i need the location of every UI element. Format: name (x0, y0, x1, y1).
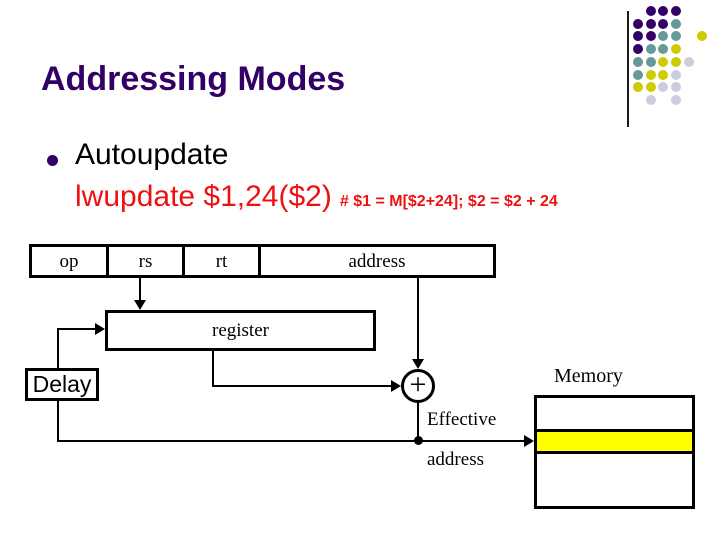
decoration-dot (633, 18, 643, 29)
delay-box: Delay (25, 368, 99, 401)
slide-title: Addressing Modes (41, 60, 346, 98)
decoration-dot (645, 69, 656, 80)
decoration-dot (671, 94, 682, 105)
decoration-dot (671, 69, 682, 80)
line-rs-to-register (139, 278, 141, 301)
effective-address-label-line2: address (427, 449, 484, 470)
decoration-dot (645, 44, 656, 55)
line-register-to-adder (212, 385, 392, 387)
arrowhead-address-to-adder (412, 359, 424, 369)
field-address: address (258, 244, 496, 278)
decoration-dot (683, 56, 694, 67)
arrowhead-rs-to-register (134, 300, 146, 310)
line-register-down (212, 348, 214, 387)
register-box: register (105, 310, 376, 351)
arrowhead-to-memory (524, 435, 534, 447)
decoration-dot (658, 18, 669, 29)
junction-dot (414, 436, 423, 445)
decoration-dot (645, 56, 656, 67)
decoration-separator-line (627, 11, 629, 127)
decoration-dot (671, 6, 682, 16)
decoration-dot (645, 31, 656, 42)
decoration-dot (633, 56, 643, 67)
memory-label: Memory (554, 365, 623, 387)
decoration-dot (658, 31, 669, 42)
line-address-to-adder (417, 278, 419, 360)
arrowhead-feedback-to-register (95, 323, 105, 335)
adder-plus-icon: + (401, 369, 435, 403)
bullet-icon (47, 155, 58, 166)
memory-highlighted-row (537, 429, 692, 454)
decoration-dot (658, 56, 669, 67)
decoration-dot (633, 69, 643, 80)
field-rt: rt (182, 244, 261, 278)
line-adder-down (417, 402, 419, 441)
decoration-dot (633, 44, 643, 55)
instruction-comment: # $1 = M[$2+24]; $2 = $2 + 24 (339, 193, 558, 210)
decoration-dot (645, 6, 656, 16)
bullet-label: Autoupdate (75, 138, 229, 171)
decoration-dot (671, 44, 682, 55)
dot-pattern (633, 6, 713, 110)
decoration-dot (658, 82, 669, 93)
decoration-dot (645, 82, 656, 93)
decoration-dot (633, 31, 643, 42)
arrowhead-register-to-adder (391, 380, 401, 392)
decoration-dot (696, 31, 707, 42)
decoration-dot (671, 31, 682, 42)
line-feedback-to-register (57, 328, 95, 330)
decoration-dot (658, 44, 669, 55)
field-rs: rs (106, 244, 185, 278)
line-effective-address (57, 440, 525, 442)
effective-address-label-line1: Effective (427, 409, 497, 430)
decoration-dot (658, 6, 669, 16)
decoration-dot (671, 18, 682, 29)
decoration-dot (633, 82, 643, 93)
decoration-dot (658, 69, 669, 80)
decoration-dot (645, 94, 656, 105)
decoration-dot (645, 18, 656, 29)
field-op: op (29, 244, 109, 278)
decoration-dot (671, 56, 682, 67)
instruction-code: lwupdate $1,24($2) (75, 180, 332, 213)
code-line: lwupdate $1,24($2) # $1 = M[$2+24]; $2 =… (75, 182, 558, 212)
decoration-dot (671, 82, 682, 93)
